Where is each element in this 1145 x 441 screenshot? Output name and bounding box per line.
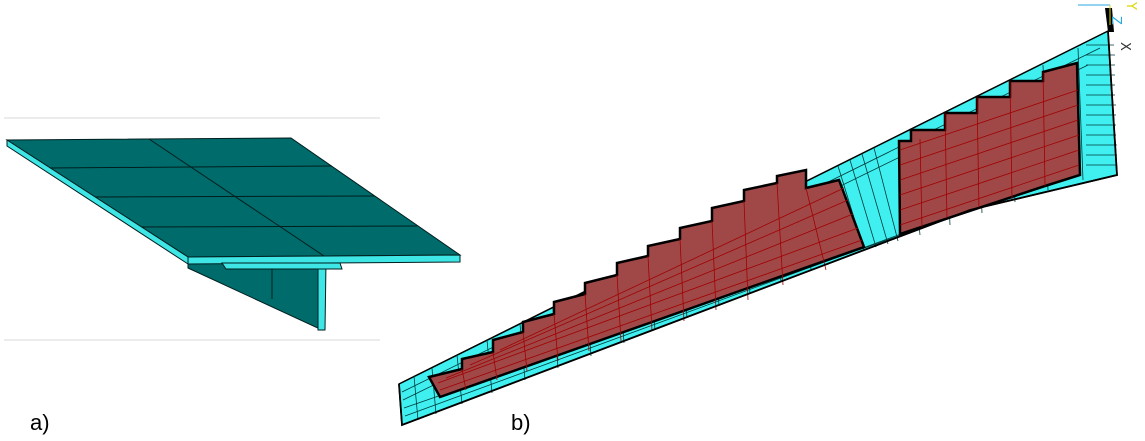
stringer-flange (221, 262, 343, 270)
axis-z-label: Z (1108, 16, 1123, 25)
panel-a-plate-model (4, 117, 462, 341)
inboard-patch-grid (899, 71, 1080, 229)
panel-b-label: b) (511, 410, 531, 435)
plate-mesh-lines (47, 138, 418, 257)
stringer-web (187, 262, 323, 331)
panel-a-label: a) (30, 410, 50, 435)
axis-x-label: X (1117, 42, 1132, 51)
panel-b-wing-model (398, 8, 1118, 427)
axis-y-label: Y (1123, 1, 1138, 10)
stringer-web-edge (317, 261, 327, 331)
plate-left-edge (6, 139, 189, 265)
outboard-patch-grid (437, 182, 863, 391)
plate-top-surface (5, 137, 462, 258)
outboard-patch (427, 168, 866, 399)
inboard-patch (897, 61, 1082, 236)
wing-outline (398, 30, 1118, 427)
coordinate-triad: Z Y X (1078, 1, 1138, 51)
